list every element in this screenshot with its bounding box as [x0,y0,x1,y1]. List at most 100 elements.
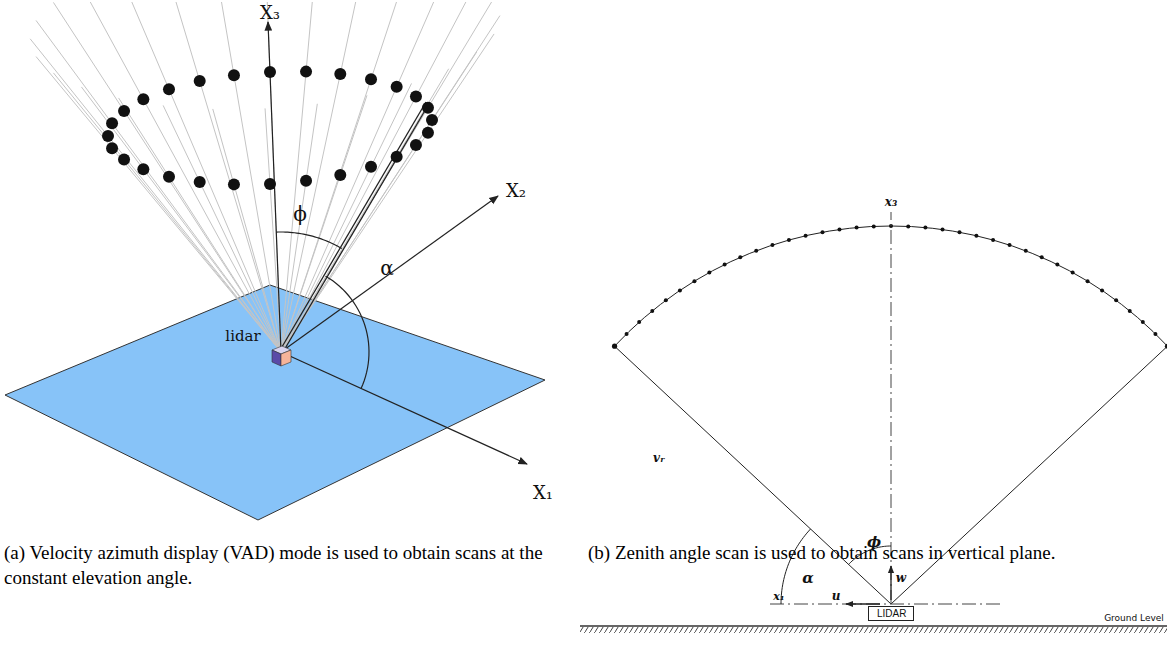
scan-point [137,93,149,105]
ground-hatch [580,627,1167,633]
beam-line [615,346,891,604]
scan-point [1055,263,1059,267]
scan-point [625,332,629,336]
scan-point [422,127,434,139]
zenith-panel [580,212,1167,633]
scan-point [1086,279,1090,283]
scan-point [612,344,617,349]
beam-line [281,2,466,352]
scan-point [391,81,403,93]
ground-line [580,625,1167,627]
axis-label: x₃ [885,195,897,209]
scan-point [118,154,130,166]
axis-label: X₁ [533,482,553,503]
scan-point [723,263,727,267]
scan-point [1153,332,1157,336]
scan-point [106,117,118,129]
scan-point [837,228,841,232]
scan-point [1165,344,1167,349]
subfigure-caption: (a) Velocity azimuth display (VAD) mode … [4,540,544,590]
beam-line [30,39,281,352]
scan-point [102,130,114,142]
scan-point [923,226,927,230]
instrument-label: lidar [225,327,260,345]
beam-line [891,346,1167,604]
beam-line [281,34,494,352]
u-arrow [846,603,880,604]
beam-line [267,2,281,352]
scan-point [228,69,240,81]
scan-point [426,114,438,126]
beam-line [90,2,281,352]
scan-point [958,230,962,234]
ground-label: Ground Level [1104,613,1164,623]
scan-point [637,320,641,324]
beam-line [132,2,281,352]
scan-point [264,178,276,190]
beam-line [281,2,356,352]
scan-point [941,228,945,232]
scan-point [738,255,742,259]
scan-point [422,102,434,114]
box-label: LIDAR [877,608,905,619]
scan-point [391,151,403,163]
scan-point [707,271,711,275]
lidar-cube [272,346,291,366]
scan-point [1100,288,1104,292]
scan-point [106,142,118,154]
vad-panel [5,2,545,520]
scan-point [264,66,276,78]
scan-point [365,161,377,173]
scan-point [1114,298,1118,302]
axis-label: X₂ [506,180,526,201]
angle-label: α [802,569,814,587]
beam-line [36,57,281,352]
scan-point [137,163,149,175]
scan-point [872,224,876,228]
scan-point [228,178,240,190]
instrument-box: LIDAR [868,606,914,621]
beam-line [176,2,281,352]
angle-label: α [380,256,394,280]
scan-point [163,171,175,183]
beam-line [281,2,312,352]
scan-point [692,279,696,283]
scan-point [1008,243,1012,247]
beam-line [281,83,412,352]
beam-line [281,104,317,352]
velocity-label: u [832,589,841,603]
scan-point [804,234,808,238]
subfigure-caption: (b) Zenith angle scan is used to obtain … [588,540,1148,565]
scan-point [194,75,206,87]
beam-line [281,2,492,352]
scan-point [820,230,824,234]
beam-line [36,20,281,352]
scan-point [754,249,758,253]
w-arrow [890,566,891,600]
scan-point [787,238,791,242]
alpha-arc [781,529,811,604]
beam-line [281,2,434,352]
scan-point [194,176,206,188]
scan-point [163,83,175,95]
scan-point [118,105,130,117]
scan-point [906,224,910,228]
scan-point [1071,271,1075,275]
scan-point [664,298,668,302]
scan-point [334,68,346,80]
beam-line [222,2,281,352]
ground-plane [5,285,545,520]
scan-point [991,238,995,242]
scan-point [650,309,654,313]
scan-point [334,169,346,181]
horizontal-axis [770,604,1000,605]
scan-point [410,139,422,151]
scan-point [770,243,774,247]
selected-beam [279,102,426,352]
alpha-arc [326,276,369,388]
scan-point [1141,320,1145,324]
scan-point [365,73,377,85]
